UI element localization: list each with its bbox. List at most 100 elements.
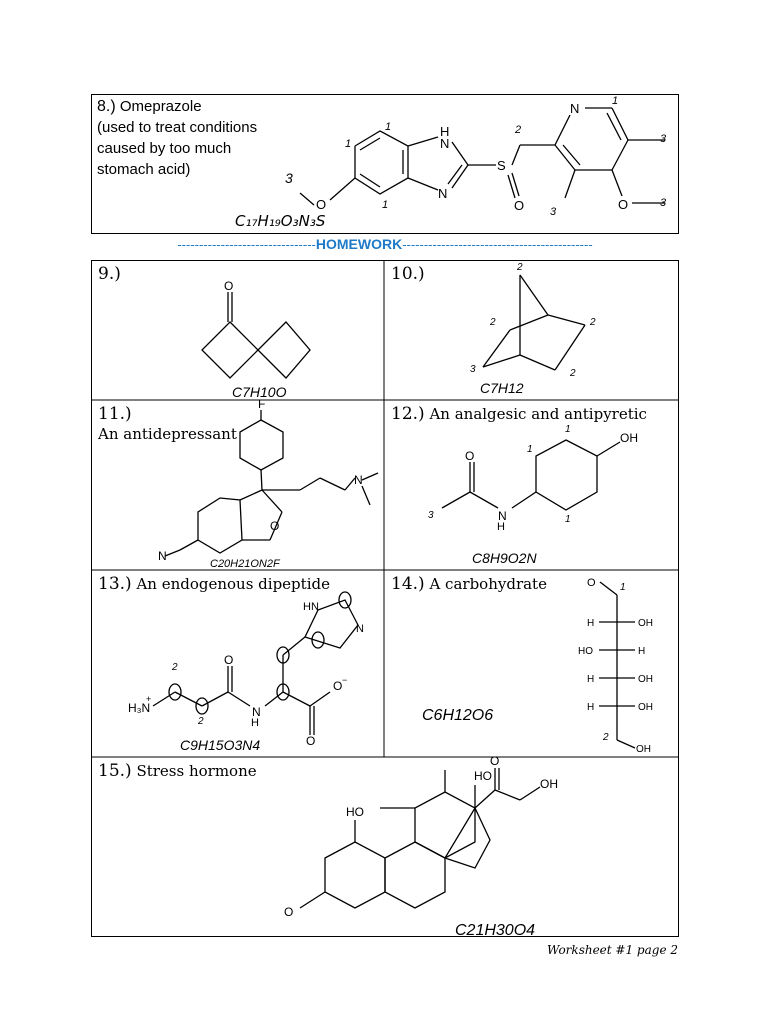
question-9-label: 9.) bbox=[98, 264, 121, 284]
question-15-description: Stress hormone bbox=[136, 762, 257, 780]
svg-text:−: − bbox=[342, 675, 347, 685]
question-12-description: An analgesic and antipyretic bbox=[429, 405, 647, 423]
svg-text:2: 2 bbox=[197, 716, 204, 727]
question-12-label: 12.) An analgesic and antipyretic bbox=[391, 404, 676, 424]
svg-text:O: O bbox=[284, 905, 293, 919]
question-14-formula: C6H12O6 bbox=[422, 707, 493, 724]
svg-text:H: H bbox=[251, 717, 259, 729]
svg-text:OH: OH bbox=[638, 674, 653, 685]
svg-text:1: 1 bbox=[345, 138, 351, 150]
svg-text:1: 1 bbox=[385, 121, 391, 133]
question-14-number: 14.) bbox=[391, 574, 425, 594]
question-11-formula: C20H21ON2F bbox=[210, 558, 281, 570]
question-14-description: A carbohydrate bbox=[429, 575, 547, 593]
svg-text:2: 2 bbox=[602, 732, 609, 743]
svg-text:N: N bbox=[498, 509, 507, 523]
svg-text:OH: OH bbox=[636, 744, 651, 755]
svg-text:HO: HO bbox=[578, 646, 593, 657]
q12-paracetamol-structure bbox=[441, 439, 621, 511]
question-13-formula: C9H15O3N4 bbox=[180, 737, 260, 753]
q15-cortisol-structure bbox=[299, 768, 541, 909]
svg-text:2: 2 bbox=[589, 317, 596, 328]
svg-text:OH: OH bbox=[638, 702, 653, 713]
svg-text:2: 2 bbox=[489, 317, 496, 328]
question-8-formula: C₁₇H₁₉O₃N₃S bbox=[235, 212, 326, 230]
question-11-number: 11.) bbox=[98, 404, 132, 424]
svg-text:O: O bbox=[490, 754, 499, 768]
svg-text:1: 1 bbox=[527, 444, 533, 455]
svg-text:N: N bbox=[356, 623, 364, 635]
svg-text:3: 3 bbox=[660, 197, 667, 209]
svg-text:HN: HN bbox=[303, 601, 319, 613]
q9-spiro-ketone-structure bbox=[201, 292, 311, 379]
question-10-label: 10.) bbox=[391, 264, 425, 284]
q11-citalopram-structure bbox=[164, 410, 379, 557]
svg-text:H: H bbox=[587, 618, 594, 629]
question-11-description: An antidepressant bbox=[98, 425, 237, 443]
question-15-label: 15.) Stress hormone bbox=[98, 761, 383, 781]
question-15-formula: C21H30O4 bbox=[455, 922, 535, 939]
question-12-number: 12.) bbox=[391, 404, 425, 424]
question-8-box bbox=[91, 94, 679, 234]
svg-text:2: 2 bbox=[171, 662, 178, 673]
svg-text:HO: HO bbox=[474, 769, 492, 783]
homework-divider: --------------------------------HOMEWORK… bbox=[177, 236, 593, 252]
svg-text:H₃N: H₃N bbox=[128, 701, 150, 715]
svg-text:S: S bbox=[497, 158, 506, 173]
homework-label: HOMEWORK bbox=[315, 236, 403, 252]
question-12-formula: C8H9O2N bbox=[472, 550, 537, 566]
omeprazole-atom-nh: H bbox=[440, 124, 449, 139]
question-9-formula: C7H10O bbox=[232, 384, 287, 400]
svg-text:2: 2 bbox=[514, 124, 521, 136]
svg-text:O: O bbox=[306, 734, 315, 748]
q10-norbornane-structure bbox=[482, 274, 586, 371]
svg-text:F: F bbox=[258, 397, 265, 411]
svg-text:1: 1 bbox=[382, 199, 388, 211]
homework-grid bbox=[91, 260, 679, 937]
question-8-number: 8.) bbox=[97, 98, 116, 115]
svg-text:OH: OH bbox=[638, 618, 653, 629]
svg-text:O: O bbox=[514, 198, 524, 213]
svg-text:O: O bbox=[618, 197, 628, 212]
svg-text:3: 3 bbox=[285, 170, 293, 186]
svg-text:3: 3 bbox=[660, 133, 667, 145]
svg-text:N: N bbox=[354, 473, 363, 487]
svg-text:+: + bbox=[146, 694, 151, 704]
svg-text:1: 1 bbox=[565, 514, 571, 525]
svg-text:O: O bbox=[587, 577, 596, 589]
svg-text:N: N bbox=[252, 705, 261, 719]
svg-text:N: N bbox=[438, 186, 447, 201]
svg-text:H: H bbox=[587, 702, 594, 713]
svg-text:O: O bbox=[270, 519, 279, 533]
svg-text:O: O bbox=[224, 653, 233, 667]
svg-text:N: N bbox=[440, 136, 449, 151]
question-8-label: 8.) Omeprazole (used to treat conditions… bbox=[97, 96, 297, 180]
svg-text:O: O bbox=[316, 197, 326, 212]
svg-text:OH: OH bbox=[540, 777, 558, 791]
svg-text:OH: OH bbox=[620, 431, 638, 445]
svg-text:1: 1 bbox=[612, 95, 618, 107]
svg-text:O: O bbox=[333, 679, 342, 693]
svg-text:N: N bbox=[158, 549, 167, 563]
question-10-formula: C7H12 bbox=[480, 380, 524, 396]
svg-text:N: N bbox=[570, 101, 579, 116]
svg-text:2: 2 bbox=[516, 262, 523, 273]
svg-text:H: H bbox=[638, 646, 645, 657]
svg-text:H: H bbox=[587, 674, 594, 685]
question-8-name: Omeprazole bbox=[119, 98, 202, 115]
svg-text:O: O bbox=[224, 279, 233, 293]
svg-text:3: 3 bbox=[550, 206, 557, 218]
question-8-description: (used to treat conditions caused by too … bbox=[97, 119, 258, 178]
svg-text:2: 2 bbox=[569, 368, 576, 379]
svg-text:1: 1 bbox=[565, 424, 571, 435]
svg-text:O: O bbox=[465, 449, 474, 463]
question-9-number: 9.) bbox=[98, 264, 121, 284]
question-10-number: 10.) bbox=[391, 264, 425, 284]
svg-text:3: 3 bbox=[470, 364, 476, 375]
svg-text:H: H bbox=[497, 521, 505, 533]
question-13-label: 13.) An endogenous dipeptide bbox=[98, 574, 383, 594]
question-11-label: 11.) An antidepressant bbox=[98, 404, 378, 444]
